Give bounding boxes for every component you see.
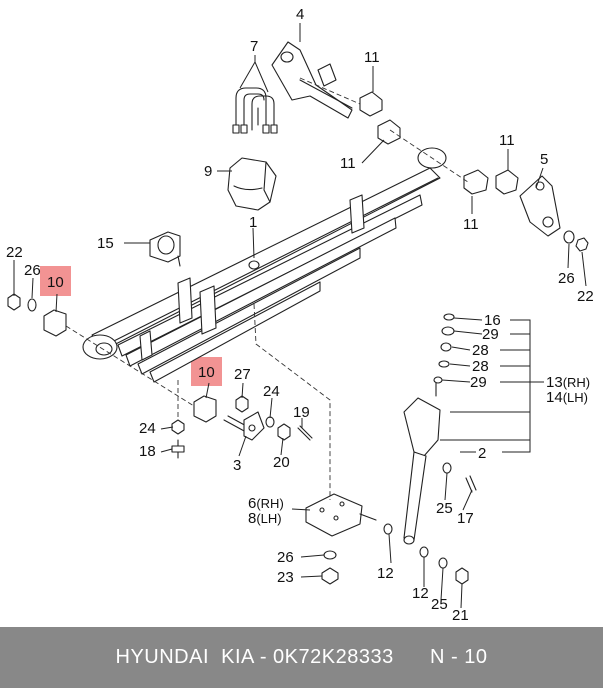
shock-absorber	[403, 313, 477, 585]
callout-10: 10	[198, 364, 215, 381]
callout-2: 2	[478, 445, 486, 462]
callout-29: 29	[470, 374, 487, 391]
callout-26: 26	[277, 549, 294, 566]
callout-12: 12	[412, 585, 429, 602]
suspension-exploded-diagram: 4 7 11 11 11 11 5 9 1 15 22 26 10 26 22 …	[6, 6, 594, 624]
callout-21: 21	[452, 607, 469, 624]
callout-labels: 4 7 11 11 11 11 5 9 1 15 22 26 10 26 22 …	[6, 6, 594, 624]
callout-14: 14(LH)	[546, 389, 588, 406]
callout-16: 16	[484, 312, 501, 329]
callout-29: 29	[482, 326, 499, 343]
callout-27: 27	[234, 366, 251, 383]
callout-22: 22	[577, 288, 594, 305]
callout-26: 26	[558, 270, 575, 287]
spring-hanger-bracket	[271, 41, 353, 119]
callout-20: 20	[273, 454, 290, 471]
bushing-set	[359, 91, 519, 195]
callout-3: 3	[233, 457, 241, 474]
callout-4: 4	[296, 6, 304, 23]
callout-11: 11	[499, 132, 515, 149]
callout-25: 25	[436, 500, 453, 517]
callout-13: 13(RH)	[546, 374, 590, 391]
callout-24: 24	[263, 383, 280, 400]
u-bolt	[232, 87, 278, 134]
callout-15: 15	[97, 235, 114, 252]
rubber-bumper	[227, 157, 277, 211]
callout-10: 10	[47, 274, 64, 291]
callout-11: 11	[340, 155, 356, 172]
callout-1: 1	[249, 214, 257, 231]
callout-28: 28	[472, 358, 489, 375]
highlight-box-left	[40, 266, 71, 296]
callout-7: 7	[250, 38, 258, 55]
callout-23: 23	[277, 569, 294, 586]
callout-25: 25	[431, 596, 448, 613]
callout-17: 17	[457, 510, 474, 527]
callout-5: 5	[540, 151, 548, 168]
highlight-box-center	[191, 357, 222, 386]
leader-lines	[13, 23, 587, 609]
callout-19: 19	[293, 404, 310, 421]
part-number-footer: HYUNDAI KIA - 0K72K28333 N - 10	[0, 627, 603, 688]
shackle-plate	[519, 175, 561, 237]
callout-12: 12	[377, 565, 394, 582]
callout-6: 6(RH)	[248, 495, 284, 512]
callout-28: 28	[472, 342, 489, 359]
nut-washer-left	[7, 293, 67, 337]
leaf-spring	[82, 147, 447, 383]
shackle-pin-assembly	[171, 395, 313, 459]
spring-clip-bracket	[149, 231, 181, 267]
callout-8: 8(LH)	[248, 510, 282, 527]
callout-22: 22	[6, 244, 23, 261]
nut-washer-right	[563, 230, 589, 252]
callout-9: 9	[204, 163, 212, 180]
callout-26: 26	[24, 262, 41, 279]
callout-18: 18	[139, 443, 156, 460]
callout-24: 24	[139, 420, 156, 437]
callout-11: 11	[364, 49, 380, 66]
assembly-dashed-lines	[65, 77, 469, 500]
callout-11: 11	[463, 216, 479, 233]
